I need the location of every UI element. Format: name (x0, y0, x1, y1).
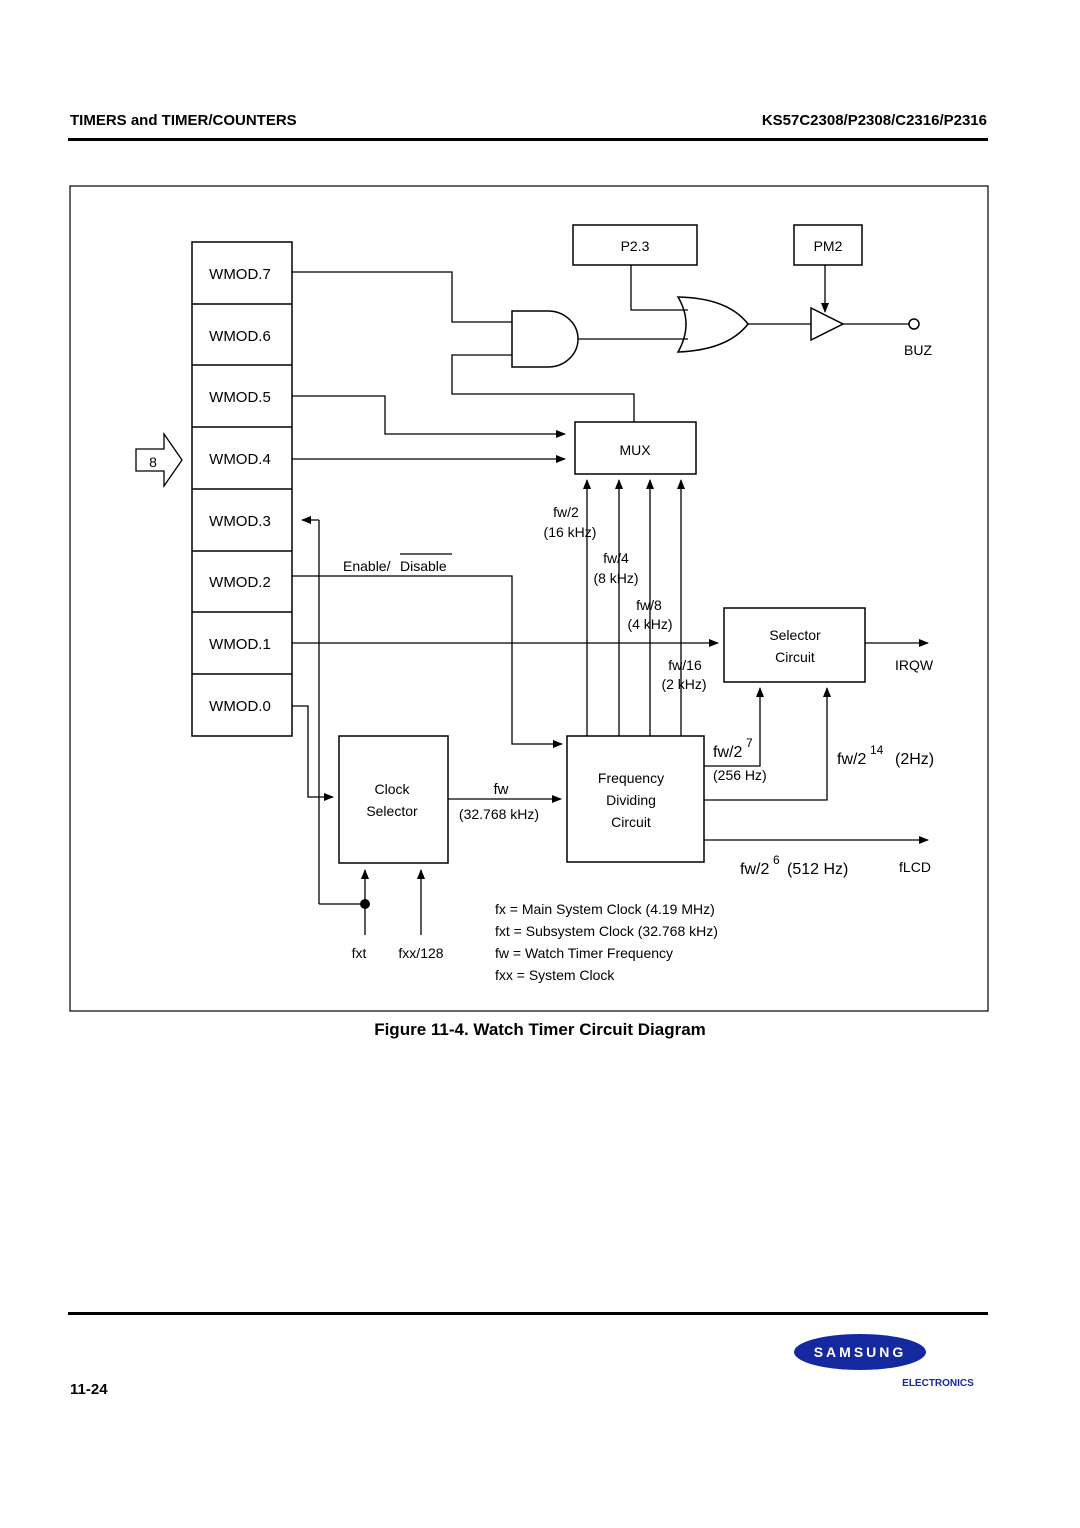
disable-label: Disable (400, 558, 447, 574)
wmod-1-label: WMOD.1 (209, 636, 271, 653)
header-rule (68, 138, 988, 141)
bus-arrow (135, 431, 183, 489)
fw214-label: fw/2 (837, 751, 866, 768)
figure-caption: Figure 11-4. Watch Timer Circuit Diagram (374, 1020, 706, 1039)
selector-circuit-label-1: Selector (769, 627, 821, 643)
wmod-2-label: WMOD.2 (209, 574, 271, 591)
footer-rule (68, 1312, 988, 1315)
bus-width-label: 8 (149, 454, 157, 470)
legend-line: fx = Main System Clock (4.19 MHz) (495, 901, 715, 917)
fw2-label: fw/2 (553, 504, 579, 520)
samsung-logo: SAMSUNG ELECTRONICS (794, 1334, 974, 1389)
selector-circuit-box (723, 607, 866, 683)
buz-label: BUZ (904, 342, 932, 358)
clock-selector-label-1: Clock (374, 781, 410, 797)
fw16-label: fw/16 (668, 657, 702, 673)
freq-div-label-3: Circuit (611, 814, 651, 830)
fxx128-label: fxx/128 (398, 945, 443, 961)
fw4-label: fw/4 (603, 550, 629, 566)
pm2-label: PM2 (814, 238, 843, 254)
freq-div-label-1: Frequency (598, 770, 664, 786)
junction-dot (360, 899, 370, 909)
wmod-5-label: WMOD.5 (209, 389, 271, 406)
fxt-label: fxt (352, 945, 367, 961)
irqw-label: IRQW (895, 657, 934, 673)
buz-pin (908, 318, 920, 330)
fw27-freq: (256 Hz) (713, 767, 767, 783)
p23-box (572, 224, 698, 266)
freq-div-label-2: Dividing (606, 792, 656, 808)
fw2-freq: (16 kHz) (544, 524, 597, 540)
fw27-label: fw/2 (713, 744, 742, 761)
fw-label: fw (494, 781, 509, 798)
clock-selector-box (338, 735, 449, 864)
page-number: 11-24 (70, 1381, 108, 1398)
enable-label: Enable/ (343, 558, 391, 574)
mux-label: MUX (619, 442, 651, 458)
fw8-freq: (4 kHz) (627, 616, 672, 632)
frequency-dividing-box (566, 735, 705, 863)
wires (292, 265, 929, 935)
fw16-freq: (2 kHz) (661, 676, 706, 692)
fw8-label: fw/8 (636, 597, 662, 613)
wmod-6-label: WMOD.6 (209, 328, 271, 345)
pm2-box (793, 224, 863, 266)
fw214-freq: (2Hz) (895, 751, 934, 768)
legend-line: fw = Watch Timer Frequency (495, 945, 673, 961)
section-title: TIMERS and TIMER/COUNTERS (70, 112, 297, 129)
clock-selector-label-2: Selector (366, 803, 418, 819)
wmod-4-label: WMOD.4 (209, 451, 271, 468)
fw26-freq: (512 Hz) (787, 861, 848, 878)
wmod-3-label: WMOD.3 (209, 513, 271, 530)
fw214-exponent: 14 (870, 743, 884, 757)
legend-line: fxx = System Clock (495, 967, 615, 983)
fw26-exponent: 6 (773, 853, 780, 867)
wmod-register (191, 241, 293, 737)
fw4-freq: (8 kHz) (593, 570, 638, 586)
fw26-label: fw/2 (740, 861, 769, 878)
brand-subtext: ELECTRONICS (902, 1378, 974, 1389)
buffer (810, 306, 845, 342)
or-gate (676, 296, 749, 353)
and-gate (511, 310, 579, 368)
legend-line: fxt = Subsystem Clock (32.768 kHz) (495, 923, 718, 939)
mux-box (574, 421, 697, 475)
brand-text: SAMSUNG (814, 1344, 907, 1360)
p23-label: P2.3 (621, 238, 650, 254)
flcd-label: fLCD (899, 859, 931, 875)
part-numbers: KS57C2308/P2308/C2316/P2316 (761, 112, 987, 129)
diagram-frame (69, 185, 989, 1012)
wmod-0-label: WMOD.0 (209, 698, 271, 715)
fw-freq: (32.768 kHz) (459, 806, 539, 822)
selector-circuit-label-2: Circuit (775, 649, 815, 665)
wmod-7-label: WMOD.7 (209, 266, 271, 283)
fw27-exponent: 7 (746, 736, 753, 750)
